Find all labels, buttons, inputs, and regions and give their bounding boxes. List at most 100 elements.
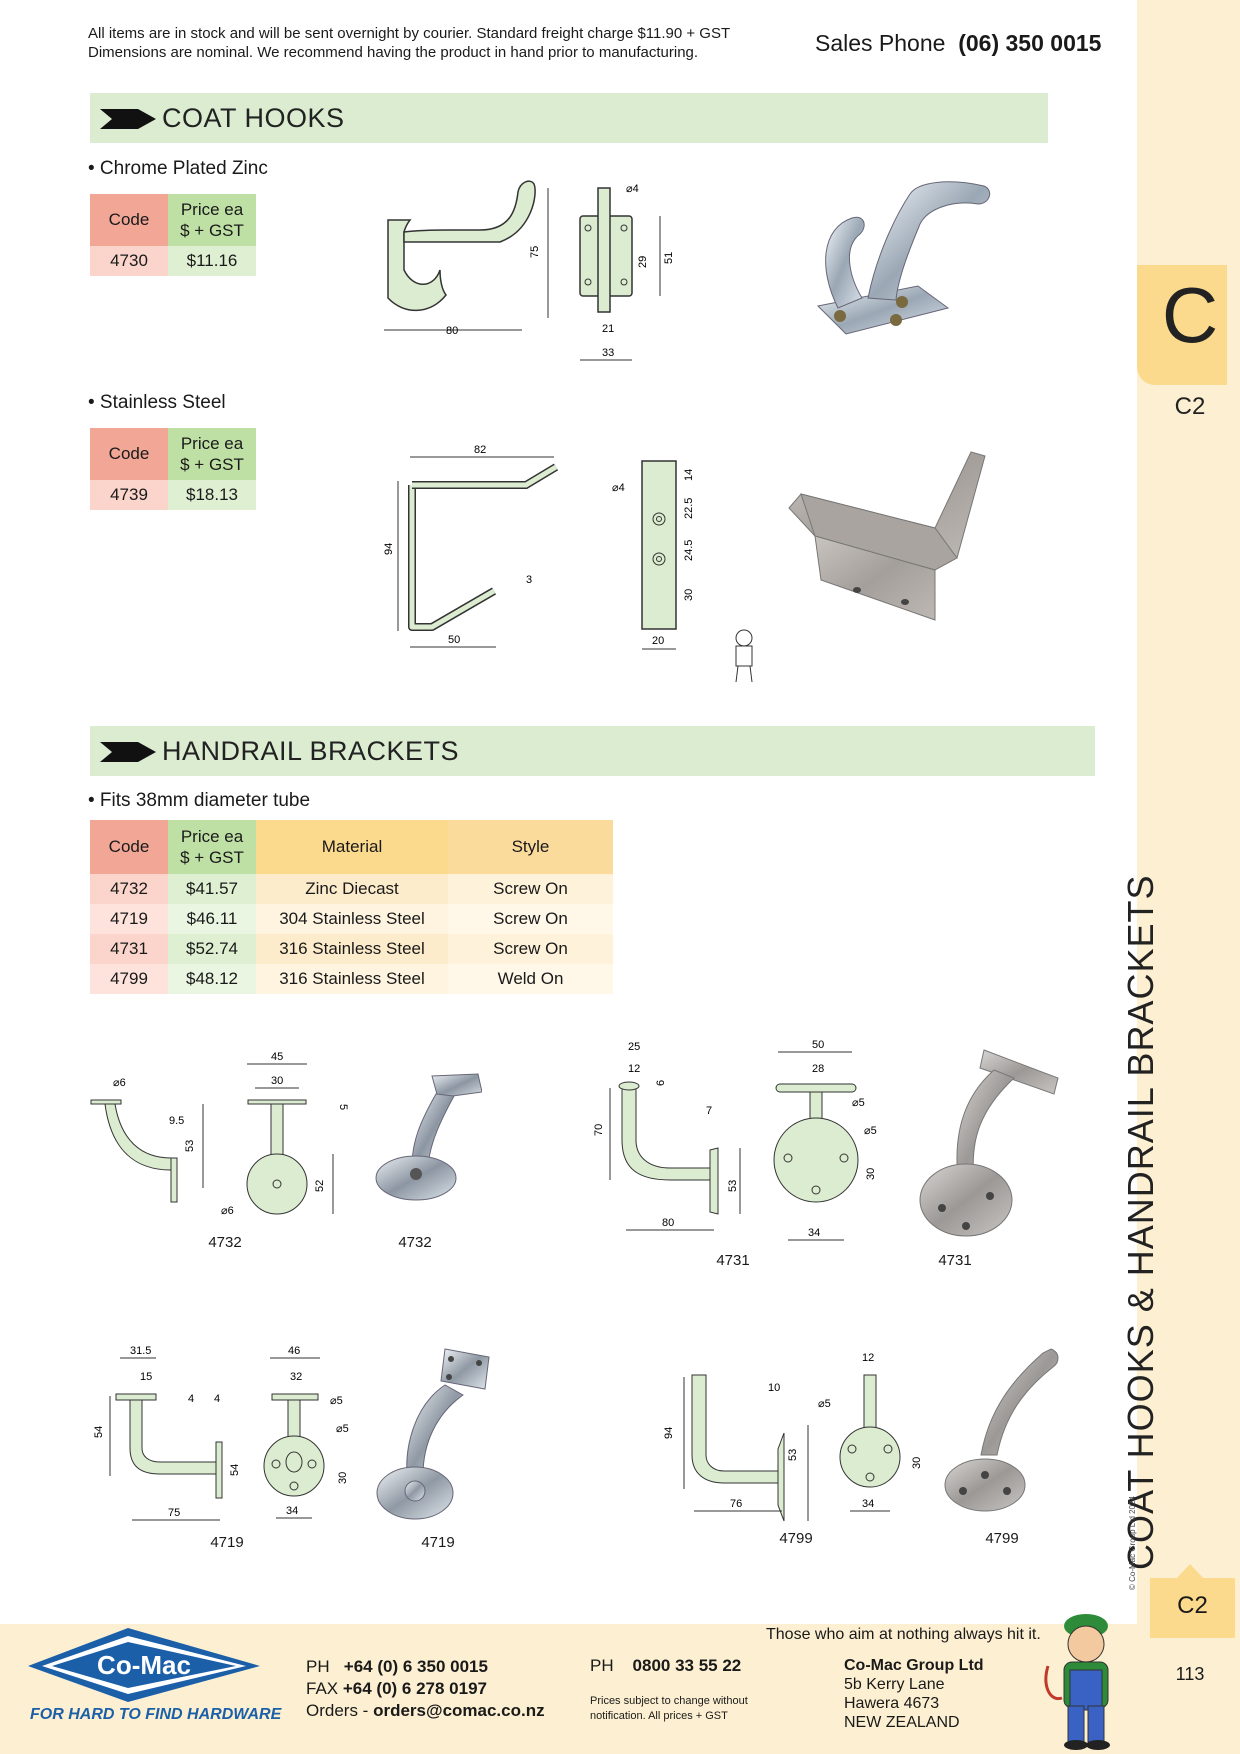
dim-dia5b: ⌀5: [864, 1125, 877, 1137]
header-note-line-1: All items are in stock and will be sent …: [88, 25, 731, 42]
price-header: Price ea $ + GST: [168, 428, 256, 480]
dim-dia6b: ⌀6: [221, 1205, 234, 1217]
orders-label: Orders -: [306, 1701, 369, 1720]
dim-10: 10: [768, 1382, 780, 1394]
orders-email[interactable]: orders@comac.co.nz: [373, 1701, 545, 1720]
style-header: Style: [448, 820, 613, 874]
dim-30: 30: [865, 1168, 877, 1180]
dim-51: 51: [663, 252, 675, 264]
prices-note: Prices subject to change without notific…: [590, 1694, 748, 1724]
price-header-line-2: $ + GST: [180, 221, 244, 240]
price-header-line-1: Price ea: [180, 434, 244, 453]
code-header: Code: [90, 820, 168, 874]
comac-logo-icon[interactable]: Co-Mac: [28, 1628, 260, 1702]
dim-50: 50: [448, 634, 460, 646]
price-cell: $11.16: [168, 246, 256, 276]
table-row: 4719 $46.11 304 Stainless Steel Screw On: [90, 904, 613, 934]
ph-number[interactable]: +64 (0) 6 350 0015: [343, 1657, 488, 1676]
price-cell: $46.11: [168, 904, 256, 934]
dim-25: 25: [628, 1041, 640, 1053]
style-cell: Screw On: [448, 874, 613, 904]
bracket-4719-photo: [376, 1348, 490, 1520]
dim-28: 28: [812, 1063, 824, 1075]
dim-9-5: 9.5: [169, 1115, 184, 1127]
style-cell: Weld On: [448, 964, 613, 994]
dim-24-5: 24.5: [683, 540, 695, 561]
bottom-tab: C2: [1150, 1578, 1235, 1638]
dim-94: 94: [383, 543, 395, 555]
section-tab[interactable]: [1137, 265, 1227, 385]
dim-12: 12: [862, 1352, 874, 1364]
bracket-4731-drawing: 25 12 6 7 70 53 80 50 28 ⌀5 ⌀5 30 34: [593, 1039, 877, 1241]
dim-14: 14: [683, 469, 695, 481]
sales-phone-label: Sales Phone: [815, 30, 946, 56]
coat-hooks-section-bar: COAT HOOKS: [90, 93, 1048, 143]
sales-phone-number[interactable]: (06) 350 0015: [958, 30, 1102, 56]
dim-15: 15: [140, 1371, 152, 1383]
freephone: PH 0800 33 55 22: [590, 1656, 741, 1676]
sales-phone: Sales Phone (06) 350 0015: [815, 30, 1101, 57]
dim-46: 46: [288, 1345, 300, 1357]
price-header-line-1: Price ea: [180, 200, 244, 219]
handrail-section-bar: HANDRAIL BRACKETS: [90, 726, 1095, 776]
price-header: Price ea $ + GST: [168, 820, 256, 874]
dim-29: 29: [637, 256, 649, 268]
dim-45: 45: [271, 1051, 283, 1063]
dim-3: 3: [526, 574, 532, 586]
dim-7: 7: [706, 1105, 712, 1117]
coat-hooks-title: COAT HOOKS: [162, 103, 345, 133]
company-name: Co-Mac Group Ltd: [844, 1657, 984, 1674]
address-line-1: 5b Kerry Lane: [844, 1676, 945, 1693]
dim-dia6: ⌀6: [113, 1077, 126, 1089]
section-arrow-icon: [100, 742, 156, 762]
table-row: 4732 $41.57 Zinc Diecast Screw On: [90, 874, 613, 904]
page-number: 113: [1175, 1664, 1205, 1684]
prices-note-line-1: Prices subject to change without: [590, 1695, 748, 1707]
stainless-price-table: Code Price ea $ + GST 4739 $18.13: [90, 428, 256, 510]
dim-4b: 4: [214, 1393, 220, 1405]
dim-4a: 4: [188, 1393, 194, 1405]
copyright-note: © Co-Mac Group Ltd 2024: [1128, 1496, 1137, 1590]
dim-70: 70: [593, 1124, 605, 1136]
caption-4731-photo: 4731: [938, 1252, 972, 1269]
dim-50: 50: [812, 1039, 824, 1051]
dim-32: 32: [290, 1371, 302, 1383]
dim-80: 80: [446, 325, 458, 337]
dim-20: 20: [652, 635, 664, 647]
dim-30: 30: [271, 1075, 283, 1087]
bracket-4731-photo: [919, 1049, 1059, 1237]
ph2-number[interactable]: 0800 33 55 22: [632, 1656, 742, 1675]
handrail-bullet: • Fits 38mm diameter tube: [88, 790, 311, 811]
price-cell: $48.12: [168, 964, 256, 994]
dim-75: 75: [529, 246, 541, 258]
section-tab-letter: C: [1161, 271, 1219, 359]
caption-4799-photo: 4799: [985, 1530, 1019, 1547]
stainless-hook-photo: [788, 451, 986, 621]
header-note: All items are in stock and will be sent …: [88, 24, 730, 62]
caption-4731-drawing: 4731: [716, 1252, 750, 1269]
caption-4719-photo: 4719: [421, 1534, 455, 1551]
code-header: Code: [90, 428, 168, 480]
fax-number[interactable]: +64 (0) 6 278 0197: [342, 1679, 488, 1698]
price-cell: $41.57: [168, 874, 256, 904]
section-arrow-icon: [100, 109, 156, 129]
style-cell: Screw On: [448, 934, 613, 964]
style-cell: Screw On: [448, 904, 613, 934]
dim-82: 82: [474, 444, 486, 456]
table-row: 4799 $48.12 316 Stainless Steel Weld On: [90, 964, 613, 994]
dim-80: 80: [662, 1217, 674, 1229]
dim-54a: 54: [93, 1426, 105, 1438]
dim-dia4: ⌀4: [626, 183, 639, 195]
chrome-price-table: Code Price ea $ + GST 4730 $11.16: [90, 194, 256, 276]
dim-21: 21: [602, 323, 614, 335]
price-cell: $52.74: [168, 934, 256, 964]
bottom-tab-label: C2: [1177, 1592, 1208, 1619]
dim-53: 53: [787, 1449, 799, 1461]
dim-34: 34: [286, 1505, 298, 1517]
code-header: Code: [90, 194, 168, 246]
tab-notch-icon: [1175, 1564, 1205, 1580]
table-row: 4731 $52.74 316 Stainless Steel Screw On: [90, 934, 613, 964]
dim-dia5b: ⌀5: [336, 1423, 349, 1435]
prices-note-line-2: notification. All prices + GST: [590, 1710, 728, 1722]
stainless-hook-drawing: 82 94 3 50 ⌀4 14 22.5 24.5 30 20: [383, 444, 695, 650]
